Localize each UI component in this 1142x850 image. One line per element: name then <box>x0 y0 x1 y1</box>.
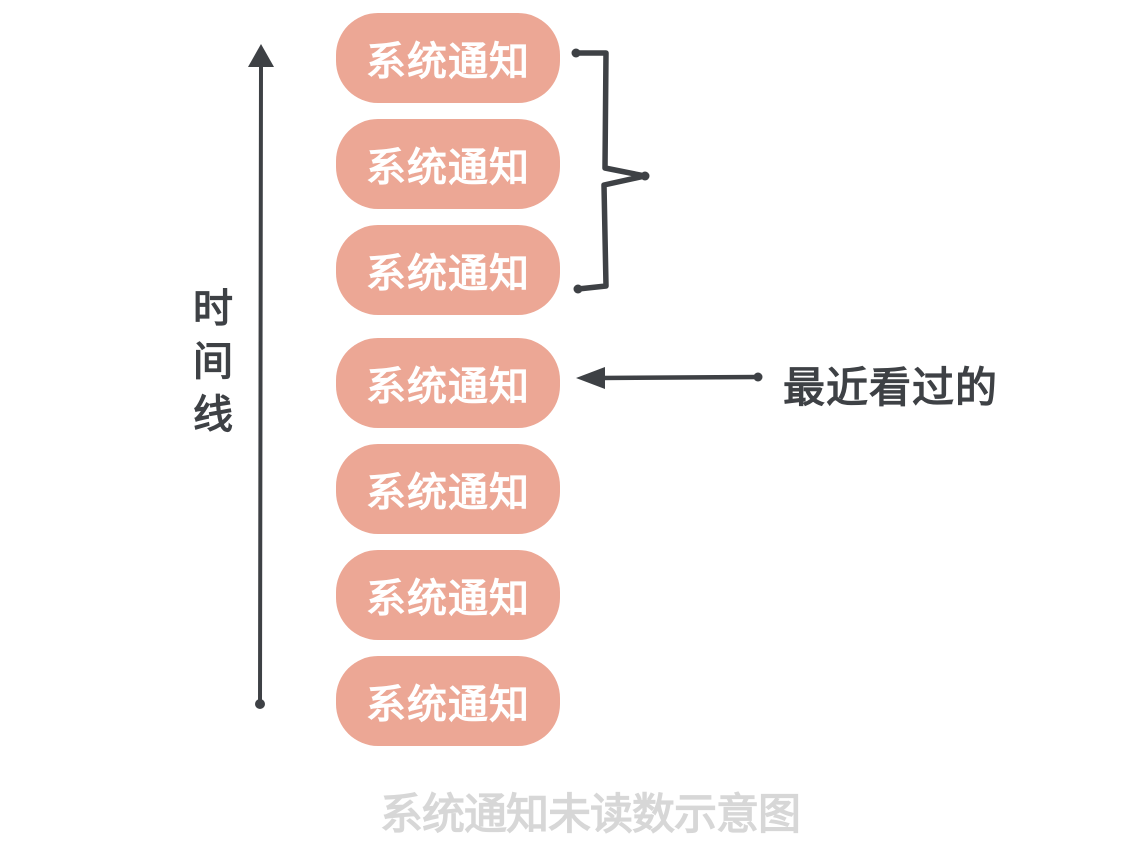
notification-stack: 系统通知 系统通知 系统通知 系统通知 系统通知 系统通知 系统通知 <box>336 13 560 746</box>
notification-box: 系统通知 <box>336 119 560 209</box>
notification-box-label: 系统通知 <box>366 683 530 727</box>
notification-box-label: 系统通知 <box>366 40 530 84</box>
recently-viewed-label: 最近看过的 <box>783 364 999 411</box>
notification-box: 系统通知 <box>336 13 560 103</box>
notification-box: 系统通知 <box>336 444 560 534</box>
timeline-label: 时间线 <box>193 287 233 437</box>
left-arrow-icon <box>576 367 763 389</box>
notification-box-label: 系统通知 <box>366 577 530 621</box>
notification-box-label: 系统通知 <box>366 365 530 409</box>
notification-box-label: 系统通知 <box>366 471 530 515</box>
curly-brace-icon <box>571 48 650 294</box>
notification-box-label: 系统通知 <box>366 146 530 190</box>
notification-box: 系统通知 <box>336 550 560 640</box>
notification-box-recently-viewed: 系统通知 <box>336 338 560 428</box>
diagram-caption: 系统通知未读数示意图 <box>380 791 801 839</box>
notification-box: 系统通知 <box>336 656 560 746</box>
up-arrow-icon <box>248 44 274 709</box>
notification-box: 系统通知 <box>336 225 560 315</box>
notification-box-label: 系统通知 <box>366 252 530 296</box>
